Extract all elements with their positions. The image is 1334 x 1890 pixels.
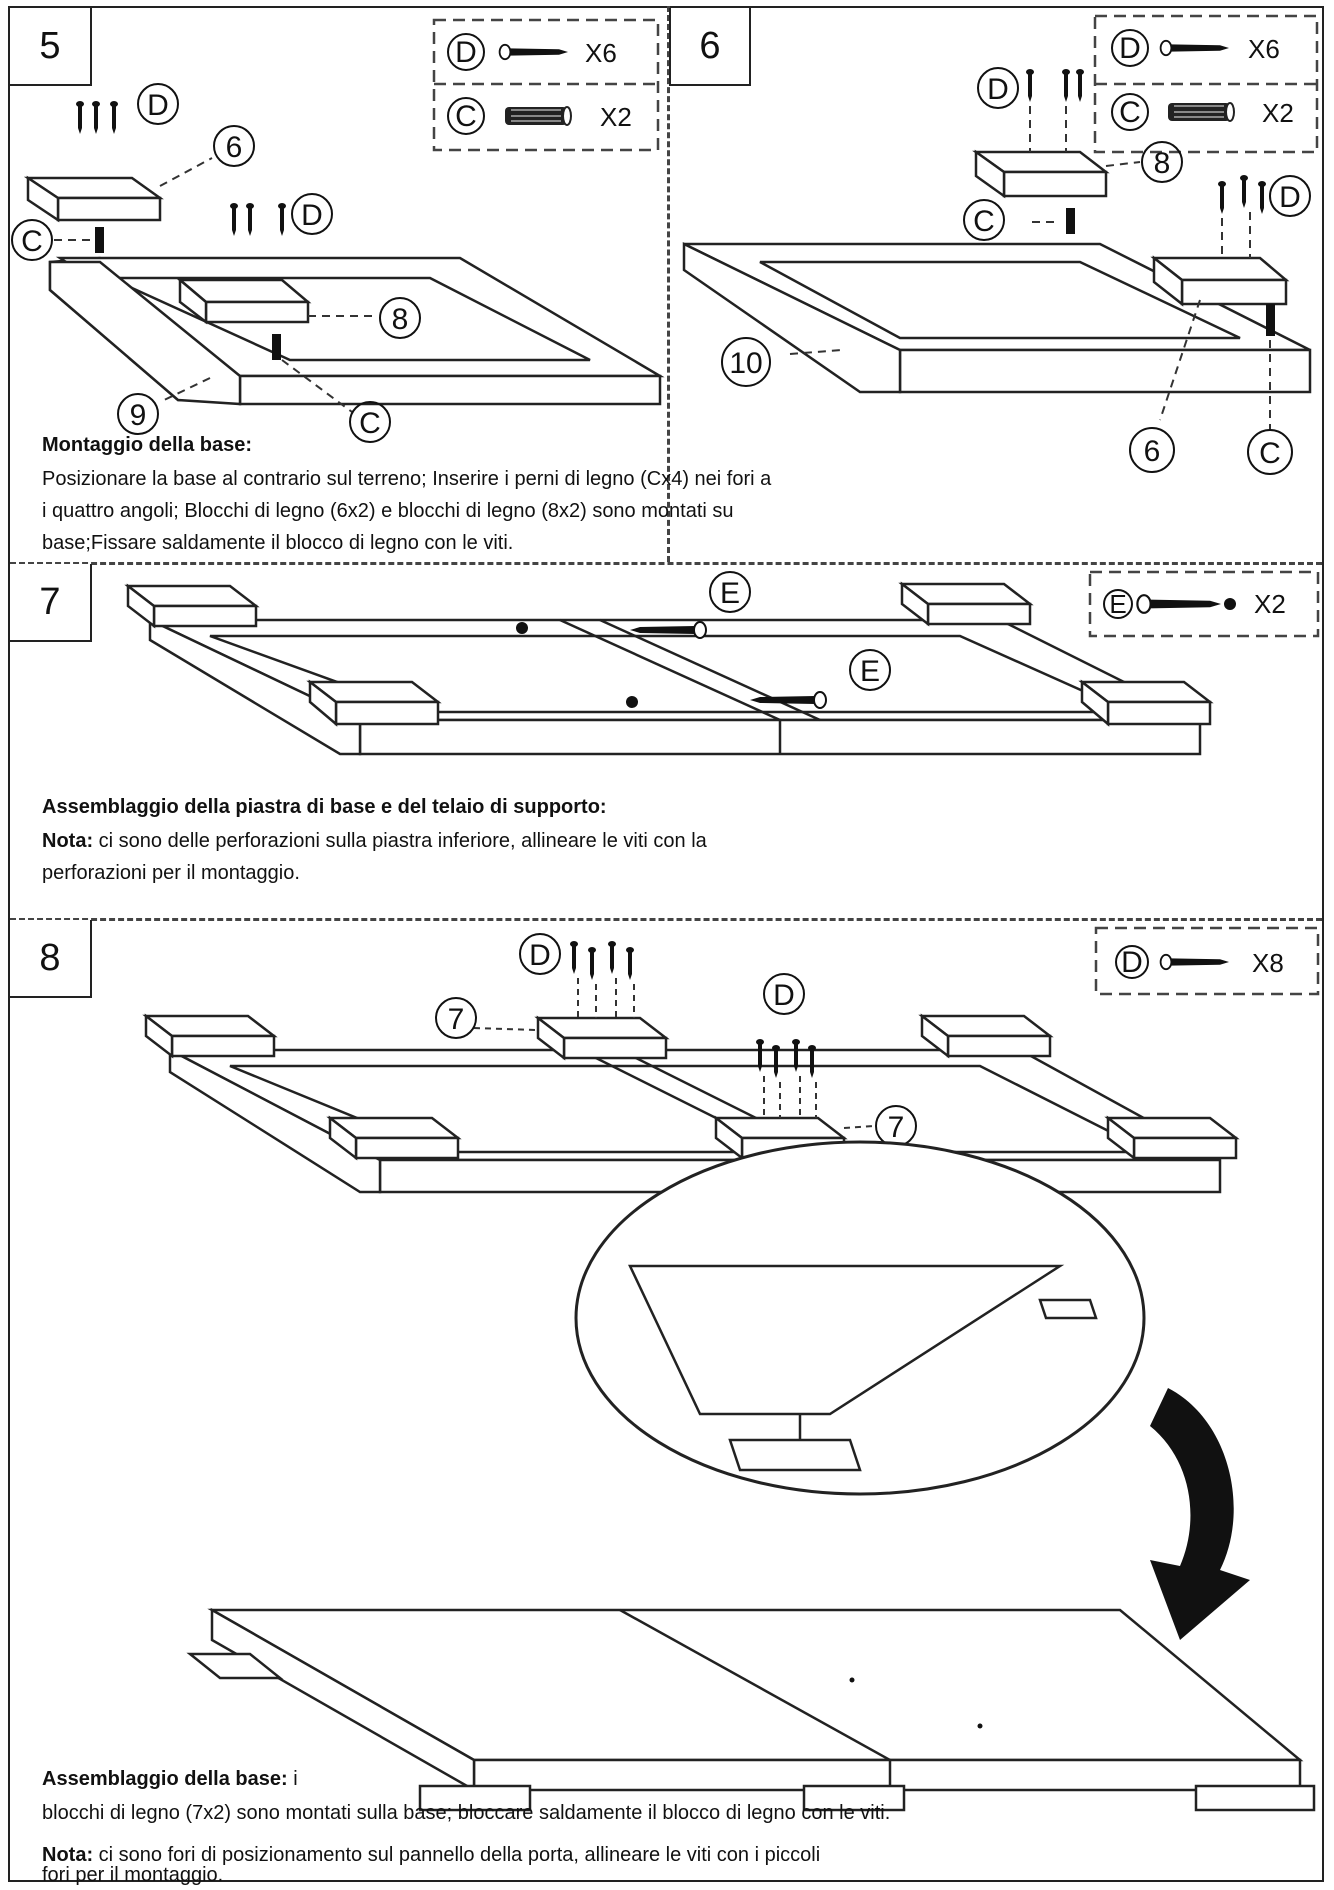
step8-part-d-qty: X8 (1252, 948, 1284, 978)
svg-text:C: C (1259, 437, 1281, 470)
step5-part-d-letter: D (455, 36, 477, 69)
plate-assembly-nota-line2: perforazioni per il montaggio. (42, 862, 300, 884)
base-assembly-line2: i quattro angoli; Blocchi di legno (6x2)… (42, 500, 734, 522)
svg-text:8: 8 (392, 303, 409, 336)
divider-6-7 (10, 562, 1322, 565)
svg-text:6: 6 (1144, 435, 1161, 468)
step7-parts-box: E X2 (1088, 570, 1320, 638)
svg-text:D: D (529, 939, 551, 972)
step7-screws (516, 621, 827, 709)
step6-parts-box: D X6 C X2 (1093, 14, 1319, 154)
flip-arrow-icon (1150, 1388, 1250, 1640)
step6-part-c-letter: C (1119, 96, 1141, 129)
svg-text:D: D (1279, 181, 1301, 214)
base-assembly-line3: base;Fissare saldamente il blocco di leg… (42, 532, 514, 554)
step5-parts-box: D X6 C X2 (432, 18, 660, 152)
divider-5-6 (667, 6, 670, 562)
step8-finished-base (186, 1607, 1316, 1812)
svg-text:E: E (720, 577, 740, 610)
final-assembly-nota-line2: fori per il montaggio. (42, 1864, 224, 1886)
step6-callouts: D 8 C D 10 6 C (721, 67, 1311, 475)
svg-text:D: D (987, 73, 1009, 106)
detail-zoom-ellipse (574, 1140, 1146, 1496)
svg-text:8: 8 (1154, 147, 1171, 180)
step8-part-d-letter: D (1121, 946, 1143, 979)
step5-screws (76, 101, 286, 360)
base-assembly-line1: Posizionare la base al contrario sul ter… (42, 468, 772, 490)
svg-text:7: 7 (888, 1111, 905, 1144)
step6-part-d-qty: X6 (1248, 34, 1280, 64)
step7-part-e-letter: E (1109, 589, 1126, 619)
final-assembly-nota-line1: Nota: ci sono fori di posizionamento sul… (42, 1844, 821, 1866)
svg-text:9: 9 (130, 399, 147, 432)
step6-part-c-qty: X2 (1262, 98, 1294, 128)
step6-frame (682, 149, 1312, 394)
step5-part-c-qty: X2 (600, 102, 632, 132)
svg-text:D: D (773, 979, 795, 1012)
svg-text:7: 7 (448, 1003, 465, 1036)
step-number-5: 5 (10, 8, 92, 86)
step-number-7: 7 (10, 564, 92, 642)
svg-text:C: C (359, 407, 381, 440)
page-frame (8, 6, 1324, 1882)
step8-parts-box: D X8 (1094, 926, 1320, 996)
step5-part-c-letter: C (455, 100, 477, 133)
step5-part-d-qty: X6 (585, 38, 617, 68)
step5-frame (23, 175, 665, 406)
step6-part-d-letter: D (1119, 32, 1141, 65)
svg-text:C: C (21, 225, 43, 258)
step7-frame (124, 581, 1214, 756)
step-number-6: 6 (669, 8, 751, 86)
final-assembly-heading: Assemblaggio della base: i (42, 1768, 298, 1790)
svg-text:E: E (860, 655, 880, 688)
divider-7-8 (10, 918, 1322, 921)
plate-assembly-heading: Assemblaggio della piastra di base e del… (42, 796, 607, 818)
svg-text:10: 10 (729, 347, 762, 380)
step6-screws (1026, 69, 1275, 336)
final-assembly-line1: blocchi di legno (7x2) sono montati sull… (42, 1802, 891, 1824)
plate-assembly-nota-line1: Nota: ci sono delle perforazioni sulla p… (42, 830, 707, 852)
svg-text:D: D (147, 89, 169, 122)
base-assembly-heading: Montaggio della base: (42, 434, 253, 456)
step7-callouts: E E (709, 571, 891, 691)
step5-callouts: D 6 C D 8 9 C (11, 83, 421, 443)
step8-callouts: D 7 D 7 (435, 933, 917, 1147)
step8-frame (142, 1013, 1240, 1194)
step7-part-e-qty: X2 (1254, 589, 1286, 619)
step-number-8: 8 (10, 920, 92, 998)
svg-text:D: D (301, 199, 323, 232)
svg-text:6: 6 (226, 131, 243, 164)
svg-text:C: C (973, 205, 995, 238)
